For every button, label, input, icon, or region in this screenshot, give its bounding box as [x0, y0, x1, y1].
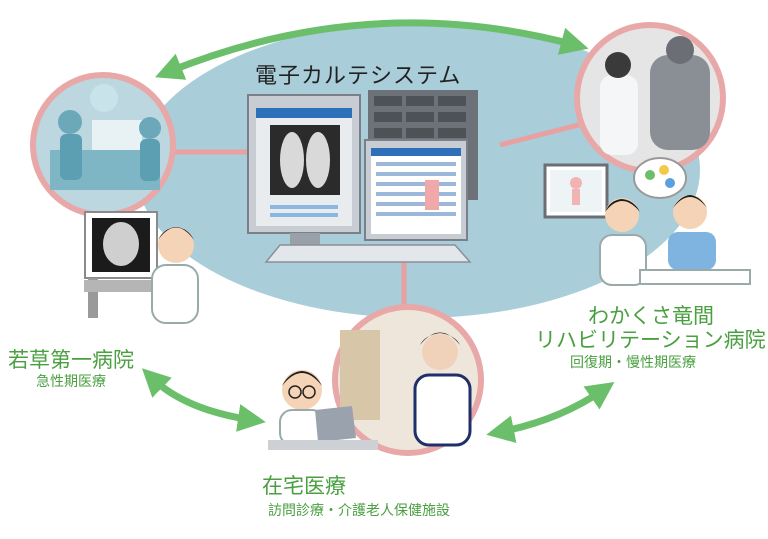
home-care-role: 訪問診療・介護老人保健施設: [268, 503, 450, 519]
pill-icon: [633, 157, 687, 199]
acute-hospital-role: 急性期医療: [36, 374, 106, 390]
monitor-xray-icon: [247, 94, 361, 247]
rehab-hospital-name-line1: わかくさ竜間: [588, 304, 714, 328]
rehabilitation-photo-icon: [574, 22, 726, 174]
nurse-photo-icon: [332, 304, 484, 456]
rehab-hospital-role: 回復期・慢性期医療: [570, 355, 696, 371]
doctor-laptop-icon: [268, 370, 378, 450]
system-title: 電子カルテシステム: [255, 64, 462, 89]
keyboard-icon: [264, 244, 472, 263]
monitor-records-icon: [364, 139, 468, 241]
arrow-top: [155, 19, 589, 80]
arrow-left: [141, 368, 266, 432]
rehab-hospital-name-line2: リハビリテーション病院: [535, 328, 766, 352]
doctor-patient-bed-icon: [543, 163, 751, 286]
exchange-arrows: [141, 19, 615, 443]
home-care-name: 在宅医療: [262, 474, 346, 498]
arrow-right: [486, 381, 615, 443]
doctor-xray-icon: [84, 211, 199, 324]
operating-room-photo-icon: [30, 72, 176, 218]
acute-hospital-name: 若草第一病院: [8, 348, 134, 372]
